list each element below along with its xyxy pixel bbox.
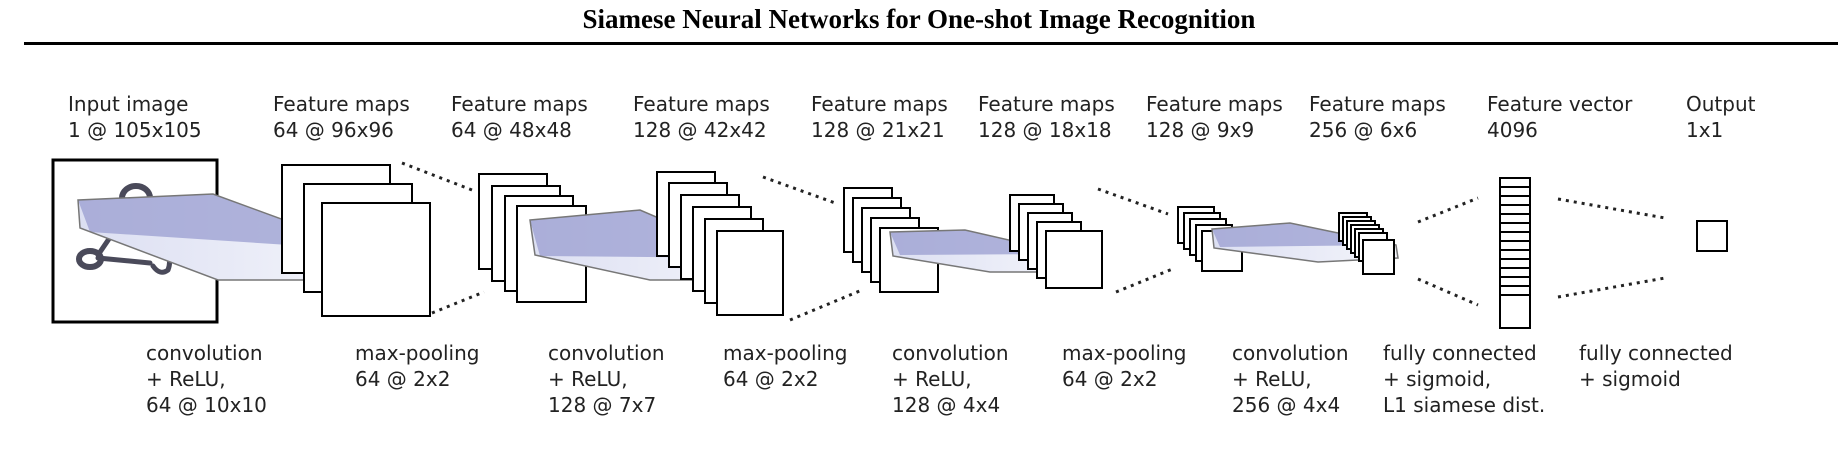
op-label-line3: 128 @ 4x4 — [892, 393, 1000, 417]
op-label-line1: convolution — [1232, 341, 1349, 365]
pooling-connector-2 — [762, 175, 863, 322]
feature-maps-128-42x42 — [656, 171, 784, 316]
op-label-line1: max-pooling — [1062, 341, 1186, 365]
layer-label-line2: 64 @ 96x96 — [273, 118, 394, 142]
op-label-fc2: fully connected + sigmoid — [1579, 341, 1733, 391]
layer-label-fm7: Feature maps 256 @ 6x6 — [1309, 92, 1446, 142]
layer-label-line2: 1x1 — [1686, 118, 1723, 142]
output-node — [1696, 220, 1728, 252]
op-label-line1: fully connected — [1383, 341, 1537, 365]
layer-label-line1: Feature maps — [1146, 92, 1283, 116]
layer-label-line1: Feature maps — [451, 92, 588, 116]
op-label-line3: 128 @ 7x7 — [548, 393, 656, 417]
layer-label-line1: Feature maps — [1309, 92, 1446, 116]
page-title: Siamese Neural Networks for One-shot Ima… — [582, 4, 1256, 34]
op-label-line2: + ReLU, — [146, 367, 226, 391]
op-label-line3: L1 siamese dist. — [1383, 393, 1545, 417]
pooling-connector-1 — [401, 161, 485, 315]
op-label-pool1: max-pooling 64 @ 2x2 — [355, 341, 479, 391]
layer-label-line2: 4096 — [1487, 118, 1538, 142]
layer-label-fm4: Feature maps 128 @ 21x21 — [811, 92, 948, 142]
op-label-line1: convolution — [892, 341, 1009, 365]
op-label-fc1: fully connected + sigmoid, L1 siamese di… — [1383, 341, 1545, 417]
layer-label-line1: Feature maps — [273, 92, 410, 116]
op-label-line2: + sigmoid — [1579, 367, 1681, 391]
layer-label-line1: Output — [1686, 92, 1756, 116]
op-label-line2: 64 @ 2x2 — [355, 367, 450, 391]
layer-label-line1: Input image — [68, 92, 188, 116]
op-label-line2: + ReLU, — [1232, 367, 1312, 391]
layer-label-line2: 256 @ 6x6 — [1309, 118, 1417, 142]
layer-label-line2: 128 @ 21x21 — [811, 118, 945, 142]
layer-label-fm1: Feature maps 64 @ 96x96 — [273, 92, 410, 142]
layer-label-line2: 128 @ 9x9 — [1146, 118, 1254, 142]
layer-label-fm3: Feature maps 128 @ 42x42 — [633, 92, 770, 142]
op-label-line1: fully connected — [1579, 341, 1733, 365]
layer-label-line1: Feature vector — [1487, 92, 1633, 116]
pooling-connector-3 — [1097, 187, 1176, 294]
feature-maps-64-96x96 — [281, 164, 431, 317]
layer-label-line1: Feature maps — [978, 92, 1115, 116]
layer-label-feature-vector: Feature vector 4096 — [1487, 92, 1633, 142]
op-label-pool2: max-pooling 64 @ 2x2 — [723, 341, 847, 391]
op-label-line2: + ReLU, — [548, 367, 628, 391]
op-label-line3: 64 @ 10x10 — [146, 393, 267, 417]
op-label-line2: + sigmoid, — [1383, 367, 1491, 391]
layer-label-line1: Feature maps — [811, 92, 948, 116]
op-label-conv4: convolution + ReLU, 256 @ 4x4 — [1232, 341, 1349, 417]
op-label-line2: 64 @ 2x2 — [1062, 367, 1157, 391]
op-label-line3: 256 @ 4x4 — [1232, 393, 1340, 417]
op-label-line2: + ReLU, — [892, 367, 972, 391]
feature-vector-4096 — [1499, 177, 1531, 329]
op-label-conv2: convolution + ReLU, 128 @ 7x7 — [548, 341, 665, 417]
fc-connector-2 — [1557, 197, 1666, 299]
layer-label-output: Output 1x1 — [1686, 92, 1756, 142]
layer-label-line2: 128 @ 42x42 — [633, 118, 767, 142]
title-rule — [24, 42, 1838, 45]
layer-label-line2: 1 @ 105x105 — [68, 118, 202, 142]
layer-label-line1: Feature maps — [633, 92, 770, 116]
feature-maps-256-6x6 — [1338, 212, 1395, 275]
op-label-conv3: convolution + ReLU, 128 @ 4x4 — [892, 341, 1009, 417]
op-label-line2: 64 @ 2x2 — [723, 367, 818, 391]
op-label-line1: max-pooling — [723, 341, 847, 365]
op-label-line1: convolution — [146, 341, 263, 365]
op-label-conv1: convolution + ReLU, 64 @ 10x10 — [146, 341, 267, 417]
layer-label-input: Input image 1 @ 105x105 — [68, 92, 202, 142]
layer-label-line2: 128 @ 18x18 — [978, 118, 1112, 142]
feature-maps-128-18x18 — [1009, 194, 1103, 289]
layer-label-fm5: Feature maps 128 @ 18x18 — [978, 92, 1115, 142]
op-label-pool3: max-pooling 64 @ 2x2 — [1062, 341, 1186, 391]
layer-label-line2: 64 @ 48x48 — [451, 118, 572, 142]
layer-label-fm2: Feature maps 64 @ 48x48 — [451, 92, 588, 142]
op-label-line1: convolution — [548, 341, 665, 365]
fc-connector-1 — [1417, 196, 1479, 307]
layer-label-fm6: Feature maps 128 @ 9x9 — [1146, 92, 1283, 142]
op-label-line1: max-pooling — [355, 341, 479, 365]
